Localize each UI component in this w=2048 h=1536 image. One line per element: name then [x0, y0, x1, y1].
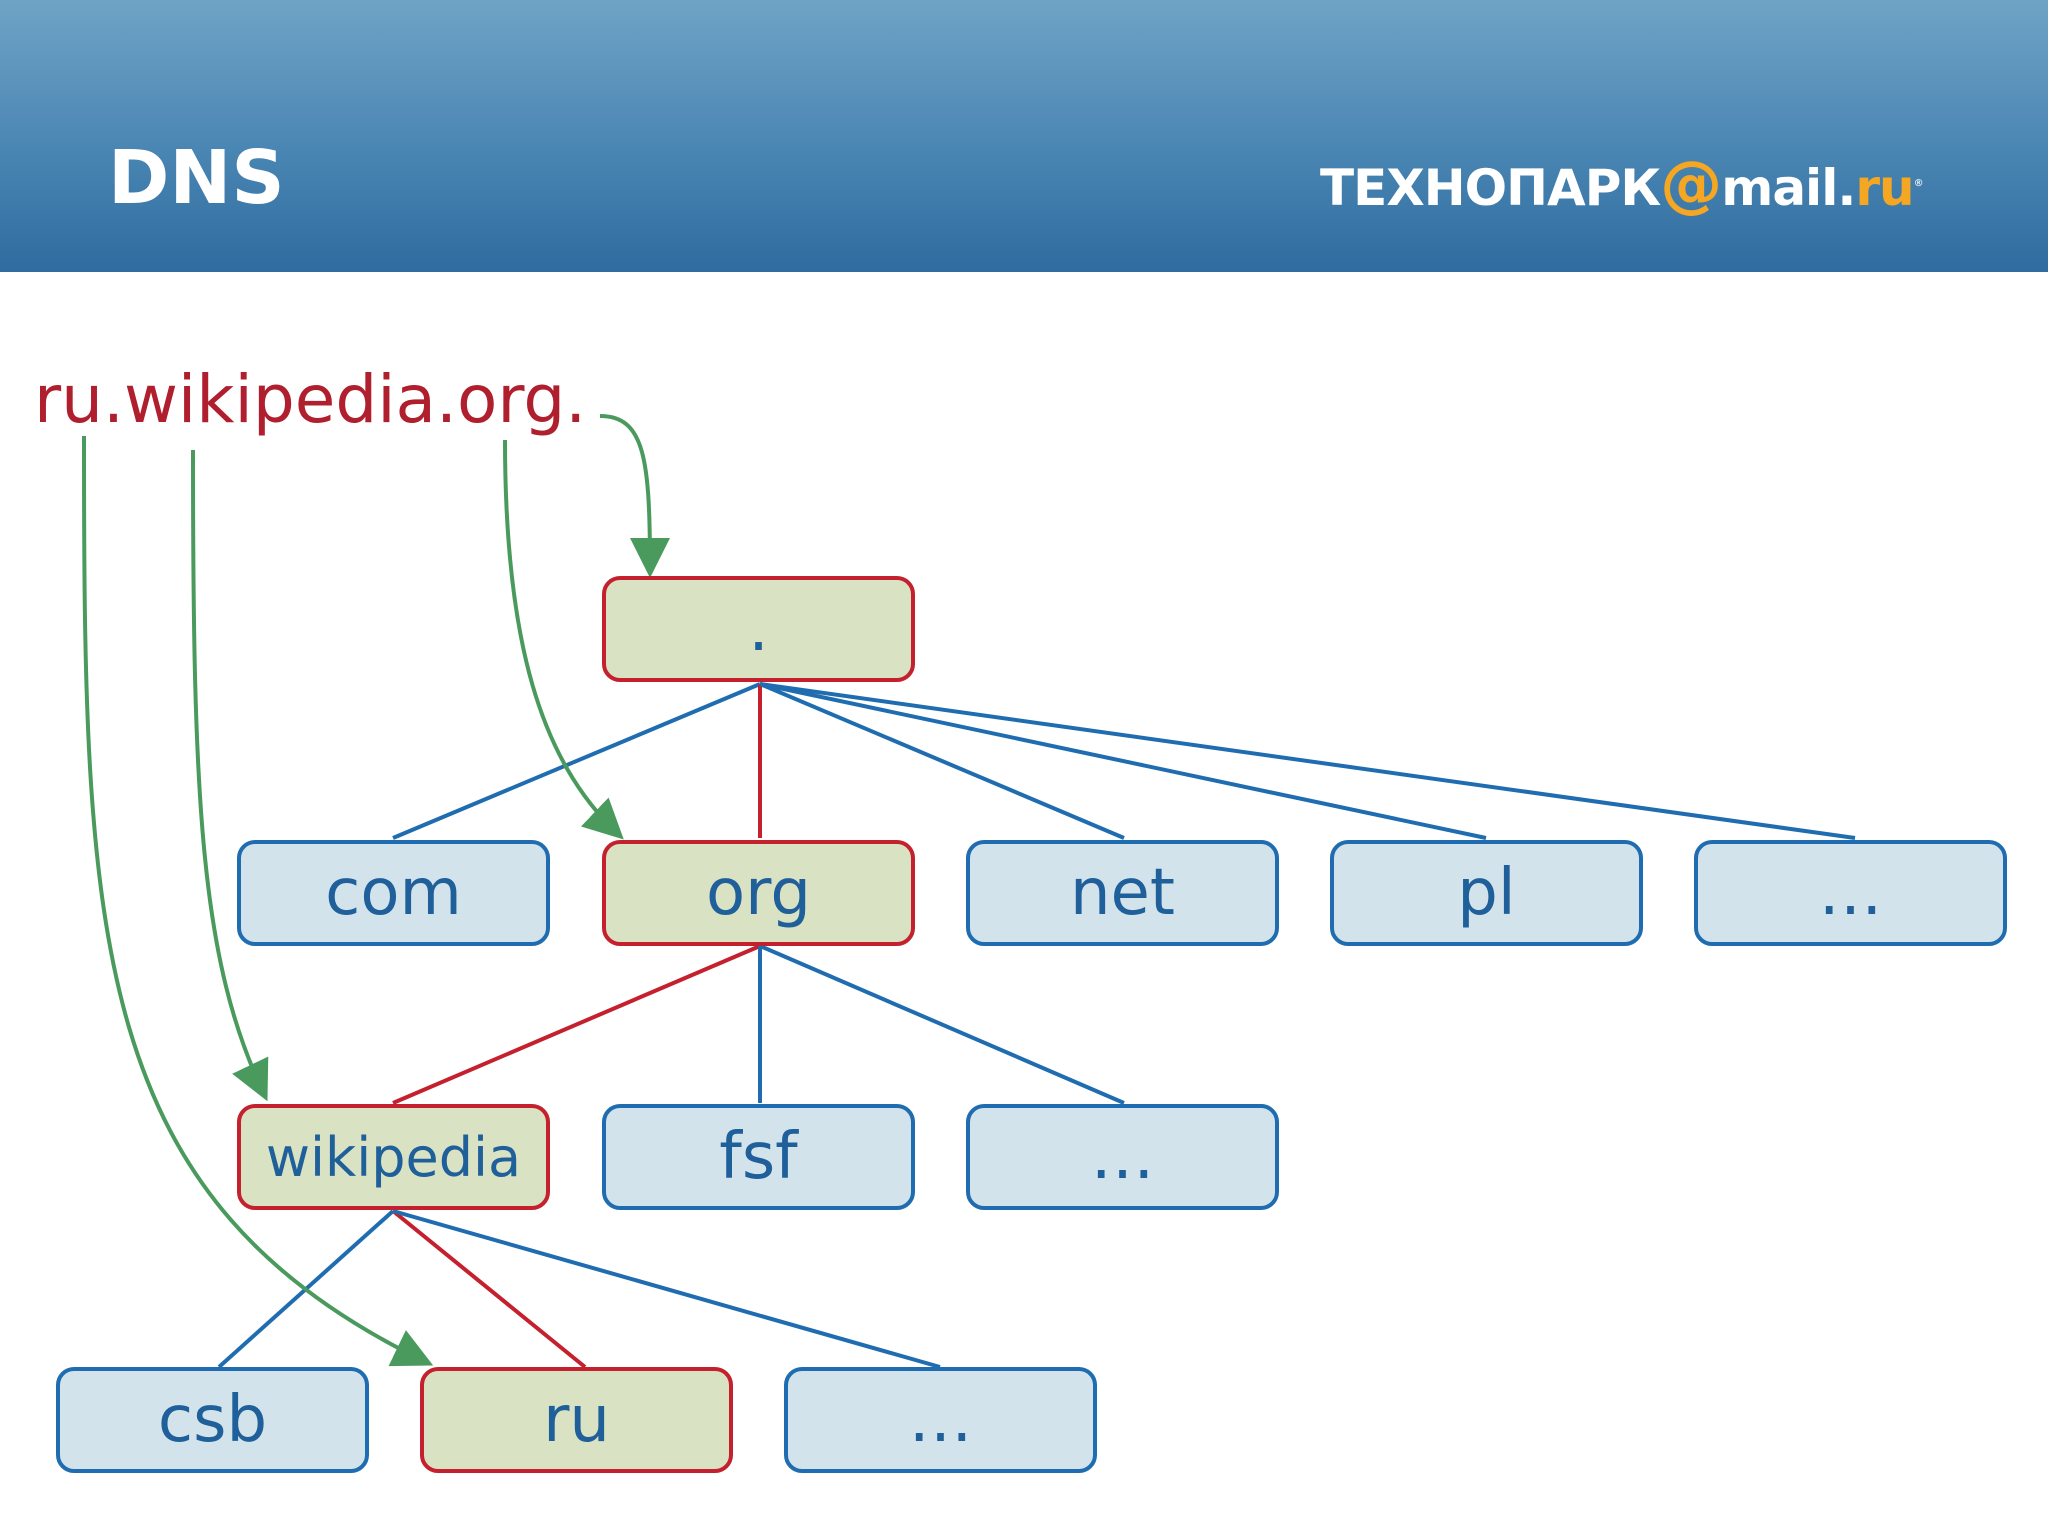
dns-node-level3-more: … [784, 1367, 1097, 1473]
logo-part-ru: ru [1855, 159, 1914, 217]
dns-node-wikipedia: wikipedia [237, 1104, 550, 1210]
arrow-wikipedia-label [191, 449, 269, 1102]
dns-node-com: com [237, 840, 550, 946]
logo-part-mail: mail. [1721, 159, 1856, 217]
arrow-ru-label [82, 435, 434, 1367]
query-domain-name: ru.wikipedia.org. [34, 361, 587, 438]
slide-header: DNS ТЕХНОПАРК@mail.ru® [0, 0, 2048, 272]
edge-root-net [759, 682, 1125, 840]
edge-root-pl [759, 682, 1487, 840]
edge-root-more [759, 682, 1856, 840]
edge-root-com [392, 682, 761, 840]
dns-node-level1-more: … [1694, 840, 2007, 946]
edge-wikipedia-ru [391, 1209, 587, 1369]
dns-node-net: net [966, 840, 1279, 946]
dns-node-org: org [602, 840, 915, 946]
logo-part-technopark: ТЕХНОПАРК [1320, 159, 1661, 217]
dns-node-root: . [602, 576, 915, 682]
dns-node-fsf: fsf [602, 1104, 915, 1210]
edge-org-more [759, 944, 1125, 1105]
edge-wikipedia-more [392, 1209, 941, 1369]
slide-title: DNS [108, 135, 285, 221]
technopark-mailru-logo: ТЕХНОПАРК@mail.ru® [1320, 147, 1924, 224]
dns-node-level2-more: … [966, 1104, 1279, 1210]
lookup-arrows [82, 414, 670, 1367]
arrow-root-label [599, 414, 670, 578]
dns-node-pl: pl [1330, 840, 1643, 946]
logo-at-sign: @ [1660, 147, 1722, 220]
tree-edges [217, 682, 1856, 1369]
logo-registered-mark: ® [1913, 178, 1924, 189]
arrow-org-label [503, 439, 624, 840]
edge-org-wikipedia [392, 944, 761, 1105]
dns-node-ru: ru [420, 1367, 733, 1473]
dns-node-csb: csb [56, 1367, 369, 1473]
